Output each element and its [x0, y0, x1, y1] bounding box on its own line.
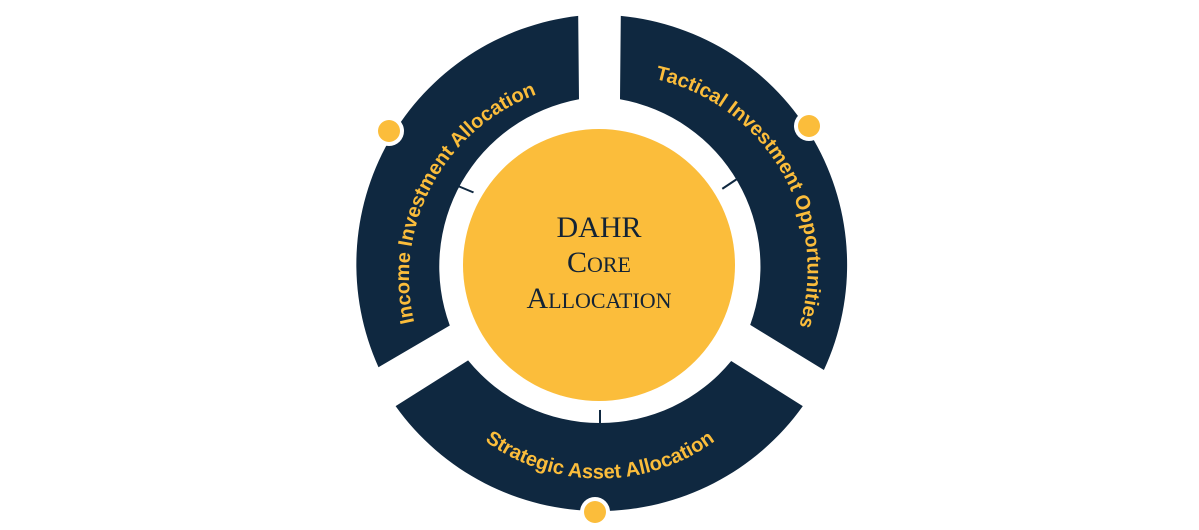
dot-left — [378, 120, 400, 142]
dot-bottom — [584, 501, 606, 523]
dot-right — [798, 115, 820, 137]
core-title-line1: DAHR — [556, 211, 641, 244]
segment-income-investment — [356, 15, 579, 368]
core-title-line3: ALLOCATION — [526, 282, 671, 315]
segment-tactical-investment — [620, 15, 848, 371]
segment-strategic-asset — [395, 360, 803, 512]
core-circle — [463, 129, 735, 401]
core-title-line2: CORE — [567, 246, 631, 279]
